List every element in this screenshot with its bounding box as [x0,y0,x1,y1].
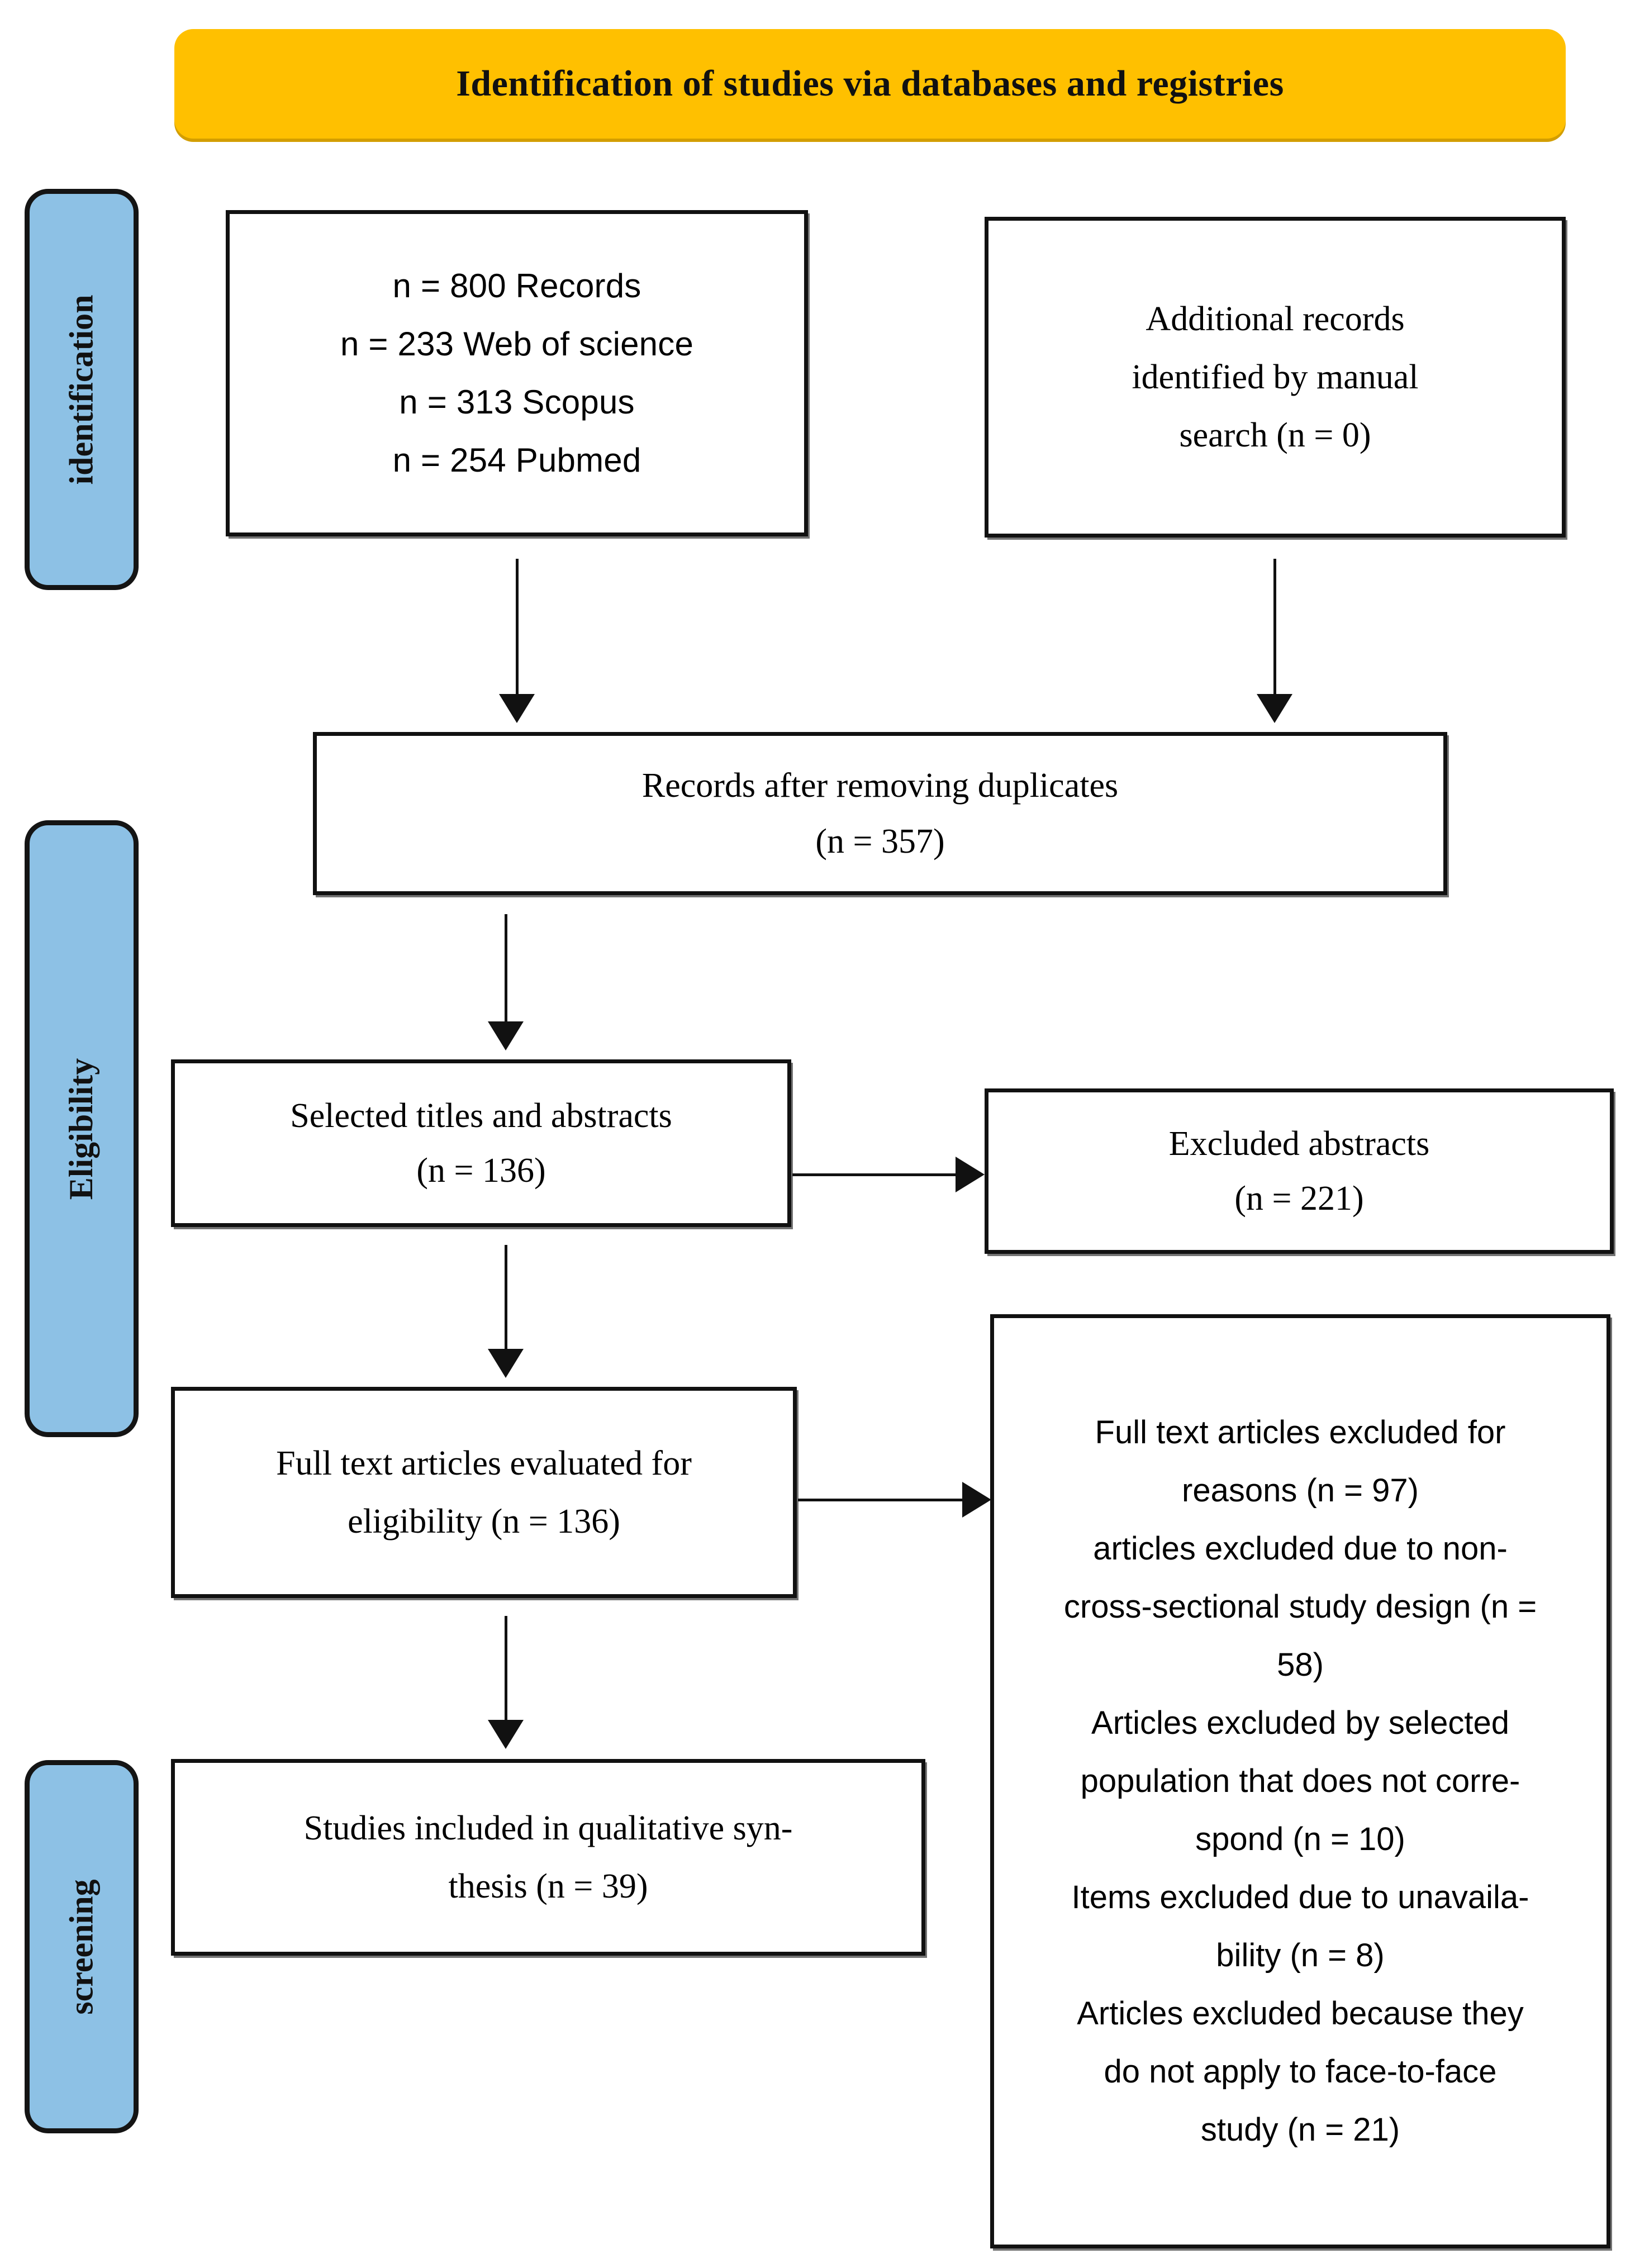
box-line: n = 313 Scopus [399,383,635,421]
arrow-shaft [504,1616,507,1721]
box-line: Articles excluded by selected [1091,1705,1509,1741]
box-line: do not apply to face-to-face [1104,2053,1497,2090]
box-line: Items excluded due to unavaila- [1071,1879,1529,1915]
box-line: (n = 357) [815,822,945,860]
arrow-head-down-icon [488,1720,524,1749]
arrow-head-down-icon [499,694,535,723]
box-line: (n = 136) [416,1152,546,1190]
arrow-shaft [798,1498,964,1501]
box-line: thesis (n = 39) [448,1867,648,1905]
box-line: n = 233 Web of science [340,325,694,363]
arrow-head-down-icon [1257,694,1292,723]
box-line: identified by manual [1132,358,1419,396]
box-selected-titles-and-abstracts: Selected titles and abstracts (n = 136) [171,1059,791,1227]
stage-label-screening: screening [63,1879,100,2015]
box-records-after-removing-duplicates: Records after removing duplicates (n = 3… [313,732,1447,895]
arrow-head-down-icon [488,1349,524,1378]
stage-pill-identification: identification [25,189,139,590]
arrow-shaft [515,559,519,695]
box-line: Additional records [1146,300,1405,338]
arrow-shaft [792,1173,958,1176]
box-line: cross-sectional study design (n = [1063,1589,1537,1625]
box-line: search (n = 0) [1179,416,1371,454]
box-line: reasons (n = 97) [1182,1472,1419,1509]
box-line: Full text articles excluded for [1095,1414,1506,1451]
arrow-shaft [1273,559,1276,695]
box-line: Studies included in qualitative syn- [303,1809,793,1847]
arrow-shaft [504,914,507,1023]
diagram-header-banner: Identification of studies via databases … [174,29,1566,139]
box-line: n = 800 Records [392,267,641,305]
box-line: spond (n = 10) [1195,1821,1405,1857]
box-line: (n = 221) [1234,1180,1364,1218]
stage-pill-eligibility: Eligibility [25,820,139,1437]
box-line: Excluded abstracts [1168,1125,1430,1163]
box-line: articles excluded due to non- [1093,1530,1508,1567]
box-full-text-articles-evaluated: Full text articles evaluated for eligibi… [171,1387,797,1598]
arrow-head-down-icon [488,1021,524,1050]
box-line: study (n = 21) [1200,2112,1400,2148]
stage-label-eligibility: Eligibility [63,1058,100,1200]
box-line: Selected titles and abstracts [290,1097,672,1135]
diagram-title: Identification of studies via databases … [456,63,1284,104]
box-line: Records after removing duplicates [641,767,1119,805]
box-additional-records-manual-search: Additional records identified by manual … [985,217,1566,538]
box-line: 58) [1277,1647,1324,1683]
box-line: n = 254 Pubmed [392,441,641,479]
stage-pill-screening: screening [25,1760,139,2133]
stage-label-identification: identification [63,294,100,484]
box-line: bility (n = 8) [1216,1937,1385,1974]
box-full-text-articles-excluded-reasons: Full text articles excluded for reasons … [990,1314,1610,2248]
arrow-head-right-icon [962,1482,991,1518]
box-line: Articles excluded because they [1077,1995,1524,2032]
arrow-shaft [504,1245,507,1350]
box-line: Full text articles evaluated for [276,1444,692,1482]
box-line: population that does not corre- [1080,1763,1520,1799]
box-studies-included-qualitative-synthesis: Studies included in qualitative syn- the… [171,1759,925,1956]
box-line: eligibility (n = 136) [348,1503,620,1540]
box-records-identified-databases: n = 800 Records n = 233 Web of science n… [226,210,808,536]
box-excluded-abstracts: Excluded abstracts (n = 221) [985,1088,1614,1254]
arrow-head-right-icon [956,1157,985,1192]
